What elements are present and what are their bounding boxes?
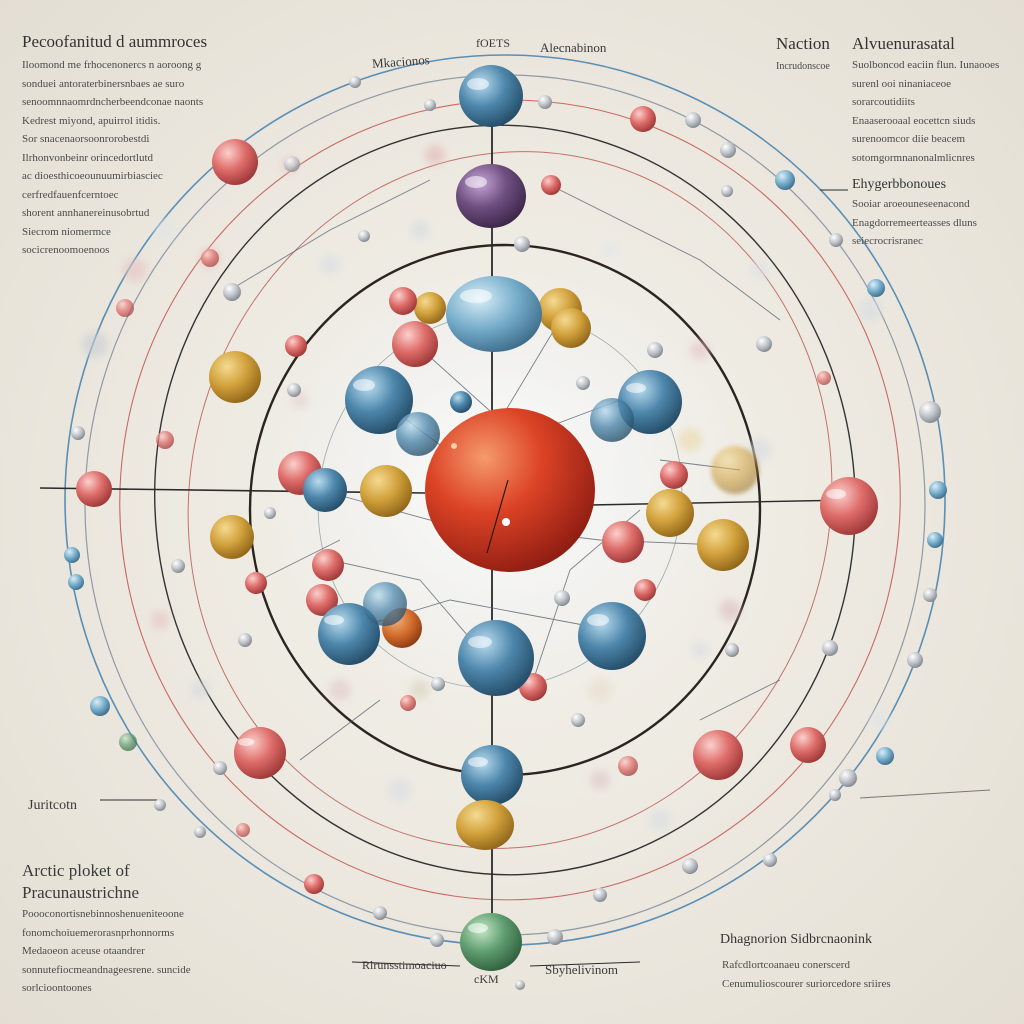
electrons-small (64, 76, 947, 990)
top-right-title-2: Alvuenurasatal (852, 34, 955, 53)
bottom-right-body: Rafcdlortcoanaeu conerscerd Cenumuliosco… (722, 956, 891, 993)
bottom-orbit-label-3: Sbyhelivinom (545, 962, 618, 977)
particle-blue (303, 468, 347, 512)
left-mid-label: Juritcotn (28, 798, 77, 813)
top-right-title-1: Naction (776, 34, 830, 53)
top-right-heading-2: Ehygerbbonoues (852, 177, 947, 192)
text-line: Kedrest miyond, apuirrol itidis. (22, 114, 161, 127)
bottom-orbit-label-1: Rlrunsstimoaciuo (362, 958, 447, 972)
nucleus (425, 408, 595, 572)
top-orbit-label-2: fOETS (476, 36, 510, 50)
green-bottom-particle (460, 913, 522, 971)
particle-blue (578, 602, 646, 670)
text-line: shorent annhanereinusobrtud (22, 207, 150, 219)
particle-pink (389, 287, 417, 315)
upper-blue-particle (446, 276, 542, 352)
orbits (64, 54, 946, 946)
bottom-left-body: Poooconortisnebinnoshenueniteoone fonomc… (22, 905, 191, 998)
text-line: Poooconortisnebinnoshenueniteoone (22, 908, 184, 920)
text-line: Iloomond me frhocenonercs n aoroong g (22, 59, 202, 71)
text-line: Enaaserooaal eocettcn siuds (852, 114, 976, 127)
bottom-orbit-label-2: cKM (474, 972, 499, 986)
bottom-right-title: Dhagnorion Sidbrcnaonink (720, 932, 873, 947)
top-orbit-label-3: Alecnabinon (540, 40, 607, 55)
text-line: sorarcoutidiits (852, 96, 915, 108)
particle-pink (602, 521, 644, 563)
orbit-dark-1 (154, 124, 856, 876)
particle-pink (790, 727, 826, 763)
particle-gold (209, 351, 261, 403)
particle-blue-back (396, 412, 440, 456)
particle-gold (697, 519, 749, 571)
title-line: Pracunaustrichne (22, 883, 140, 902)
title-line: Arctic ploket of (22, 861, 130, 880)
text-line: seiecrocrisranec (852, 235, 923, 247)
text-line: sonnutefiocmeandnageesrene. suncide (22, 963, 191, 976)
text-line: fonomchoiuemerorasnprhonnorms (22, 926, 175, 939)
text-line: Medaoeon aceuse otaandrer (22, 945, 145, 957)
particle-blue-back (590, 398, 634, 442)
particle-blue (458, 620, 534, 696)
text-line: Cenumulioscourer suriorcedore sriires (722, 977, 891, 990)
text-line: cerfredfauenfcerntoec (22, 188, 119, 201)
text-line: socicrenoomoenoos (22, 244, 110, 256)
particle-pink (392, 321, 438, 367)
lower-blue-particle (461, 745, 523, 805)
particle-gold-blur (711, 446, 759, 494)
text-line: sotomgormnanonalmlicnres (852, 151, 975, 164)
particle-gold (551, 308, 591, 348)
particle-gold (360, 465, 412, 517)
gold-bottom-particle (456, 800, 514, 850)
top-left-body: Iloomond me frhocenonercs n aoroong g so… (22, 56, 203, 260)
particles-far (82, 145, 890, 831)
purple-particle (456, 164, 526, 228)
highlights (238, 78, 846, 933)
top-right-sub-1: Incrudonscoe (776, 61, 830, 72)
text-line: Rafcdlortcoanaeu conerscerd (722, 959, 850, 971)
text-line: senoomnnaomrdncherbeendconae naonts (22, 96, 204, 108)
orbit-red-1 (119, 99, 901, 901)
particle-pink-large (820, 477, 878, 535)
text-line: Siecrom niomermce (22, 225, 111, 238)
particle-pink (212, 139, 258, 185)
particle-gold (414, 292, 446, 324)
particle-gold (646, 489, 694, 537)
text-line: Sooiar aroeouneseenacond (852, 198, 970, 210)
top-particle-blue (459, 65, 523, 127)
text-line: sorlcioontoones (22, 982, 92, 994)
top-right-body-1: Suolboncod eaciin flun. Iunaooes surenl … (852, 56, 999, 167)
text-line: Suolboncod eaciin flun. Iunaooes (852, 59, 1000, 71)
top-left-title: Pecoofanitud d aummroces (22, 32, 208, 51)
text-line: surenl ooi ninaniaceoe (852, 77, 951, 90)
text-line: sonduei antoraterbinersnbaes ae suro (22, 77, 185, 90)
text-line: Sor snacenaorsoonrorobestdi (22, 133, 150, 145)
particle-pink-large (693, 730, 743, 780)
text-line: Ilrhonvonbeinr orincedortlutd (22, 151, 154, 164)
particle-pink (76, 471, 112, 507)
particle-blue-back (363, 582, 407, 626)
orbit-red-2 (187, 151, 833, 849)
text-line: ac dioesthicoeounuumirbiasciec (22, 170, 163, 182)
text-line: surenoomcor diie beacem (852, 133, 966, 145)
particle-pink-large (234, 727, 286, 779)
text-line: Enagdorremeerteasses dluns (852, 216, 977, 229)
bottom-left-title: Arctic ploket of Pracunaustrichne (22, 860, 139, 904)
top-right-body-2: Sooiar aroeouneseenacond Enagdorremeerte… (852, 195, 977, 251)
particle-gold (210, 515, 254, 559)
